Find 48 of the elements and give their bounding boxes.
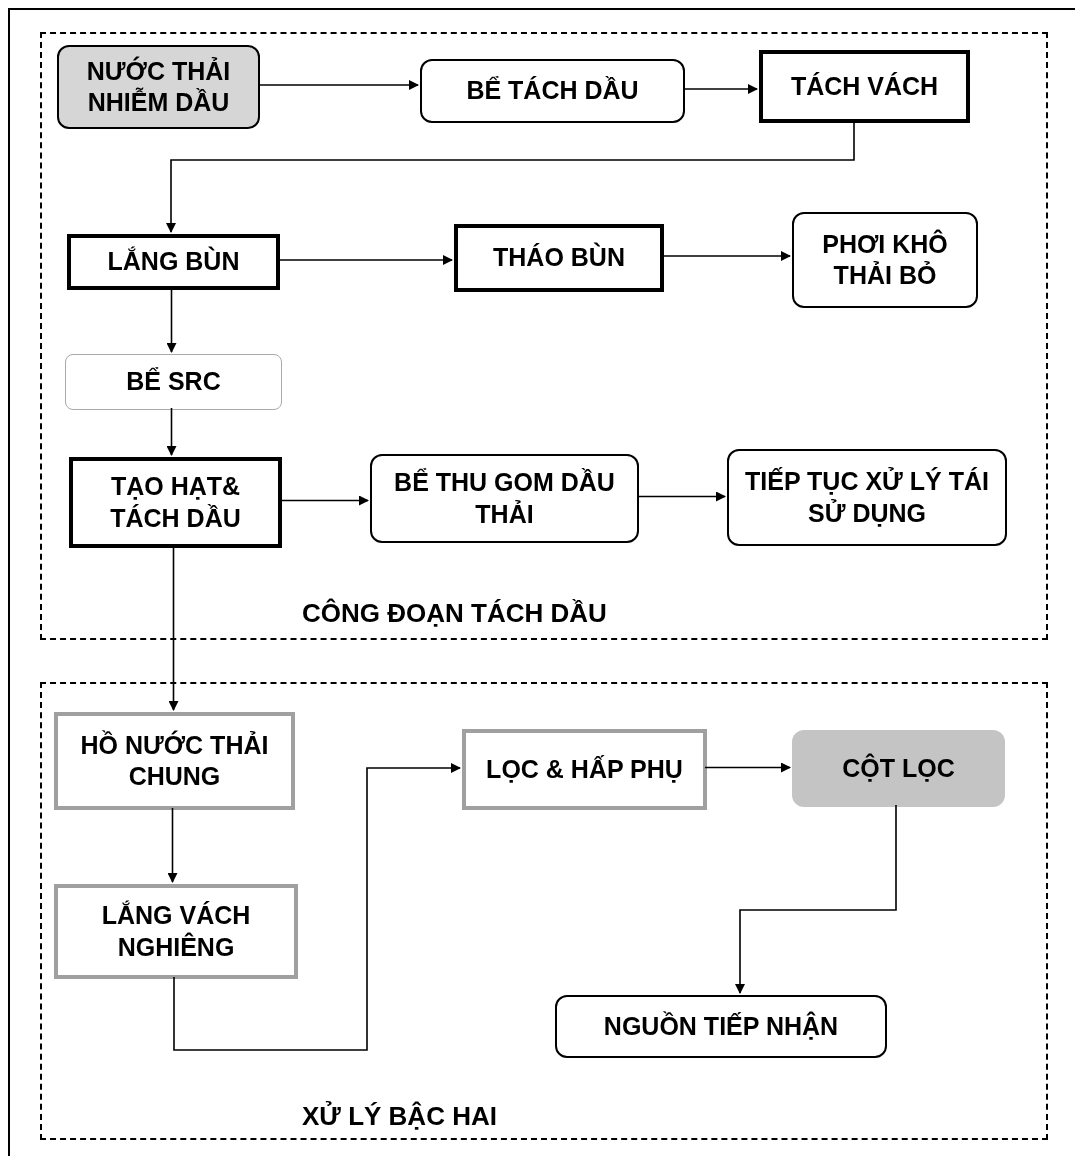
arrow xyxy=(704,762,791,773)
arrow xyxy=(166,287,177,353)
process-box xyxy=(792,730,1005,807)
arrow xyxy=(168,545,179,711)
step-label: TIẾP TỤC XỬ LÝ TÁI SỬ DỤNG xyxy=(744,466,990,529)
process-box xyxy=(792,212,978,308)
step-label: NƯỚC THẢI NHIỄM DẦU xyxy=(85,55,232,118)
process-box xyxy=(462,729,707,810)
arrow xyxy=(682,84,758,94)
arrow xyxy=(735,804,897,994)
arrow xyxy=(279,495,369,506)
step-label: LẮNG BÙN xyxy=(107,246,240,278)
process-box xyxy=(57,45,260,129)
step-label: BỂ TÁCH DẦU xyxy=(466,75,639,107)
arrow xyxy=(277,255,453,265)
arrow xyxy=(173,763,461,1051)
step-label: LỌC & HẤP PHỤ xyxy=(486,753,683,785)
step-label: BỂ SRC xyxy=(126,366,221,398)
arrow xyxy=(661,251,791,261)
step-label: CỘT LỌC xyxy=(842,752,955,784)
step-label: THÁO BÙN xyxy=(493,242,625,274)
step-label: TÁCH VÁCH xyxy=(790,70,939,102)
process-box xyxy=(54,884,298,979)
arrow xyxy=(166,120,855,233)
arrow xyxy=(636,491,726,502)
process-box xyxy=(454,224,664,292)
step-label: BỂ THU GOM DẦU THẢI xyxy=(393,467,616,530)
process-box xyxy=(54,712,295,810)
step-label: LẮNG VÁCH NGHIÊNG xyxy=(100,900,252,963)
step-label: PHƠI KHÔ THẢI BỎ xyxy=(821,228,949,291)
process-box xyxy=(67,234,280,290)
step-label: NGUỒN TIẾP NHẬN xyxy=(603,1010,839,1042)
stage-label: CÔNG ĐOẠN TÁCH DẦU xyxy=(302,597,607,630)
process-box xyxy=(69,457,282,548)
process-box xyxy=(727,449,1007,546)
arrow xyxy=(167,807,178,883)
process-box xyxy=(370,454,639,543)
stage-group xyxy=(40,32,1048,640)
step-label: TẠO HẠT& TÁCH DẦU xyxy=(109,471,242,534)
process-box xyxy=(555,995,887,1058)
process-box xyxy=(759,50,970,123)
process-box xyxy=(420,59,685,123)
process-box xyxy=(65,354,282,410)
stage-group xyxy=(40,682,1048,1140)
step-label: HỒ NƯỚC THẢI CHUNG xyxy=(79,729,270,792)
arrow xyxy=(257,80,419,90)
arrow xyxy=(166,407,177,456)
stage-label: XỬ LÝ BẬC HAI xyxy=(302,1100,497,1133)
